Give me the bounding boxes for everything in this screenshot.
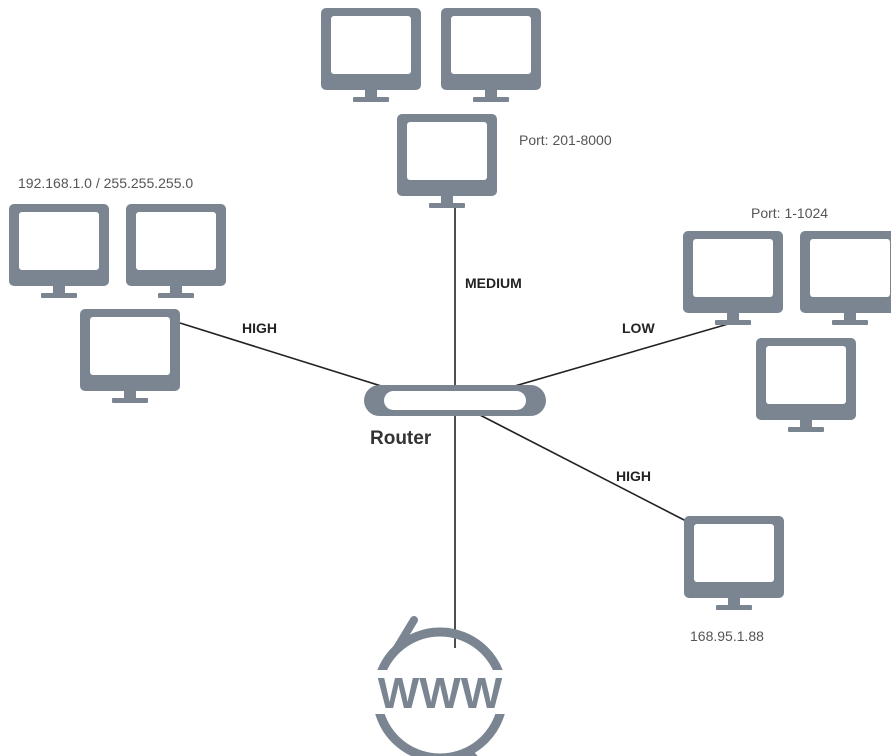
port-range-top-label: Port: 201-8000 [519, 132, 612, 148]
link-right [507, 321, 736, 389]
globe-www-icon: WWW [366, 616, 514, 756]
link-right-priority: LOW [622, 320, 655, 336]
link-left-priority: HIGH [242, 320, 277, 336]
port-range-right-label: Port: 1-1024 [751, 205, 829, 221]
router-icon [364, 385, 546, 416]
monitor-icon [80, 309, 180, 403]
monitor-icon [683, 231, 783, 325]
monitor-icon [800, 231, 891, 325]
internet-label: WWW [378, 669, 503, 718]
monitor-icon [321, 8, 421, 102]
link-top-priority: MEDIUM [465, 275, 522, 291]
link-bottom-right-priority: HIGH [616, 468, 651, 484]
monitor-icon [441, 8, 541, 102]
monitor-icon [9, 204, 109, 298]
router-label: Router [370, 428, 432, 449]
monitor-icon [397, 114, 497, 208]
host-ip-label: 168.95.1.88 [690, 628, 764, 644]
link-left [179, 322, 395, 391]
monitor-icon [756, 338, 856, 432]
monitor-icon [126, 204, 226, 298]
subnet-label: 192.168.1.0 / 255.255.255.0 [18, 175, 194, 191]
monitor-icon [684, 516, 784, 610]
link-bottom-right [477, 413, 689, 523]
